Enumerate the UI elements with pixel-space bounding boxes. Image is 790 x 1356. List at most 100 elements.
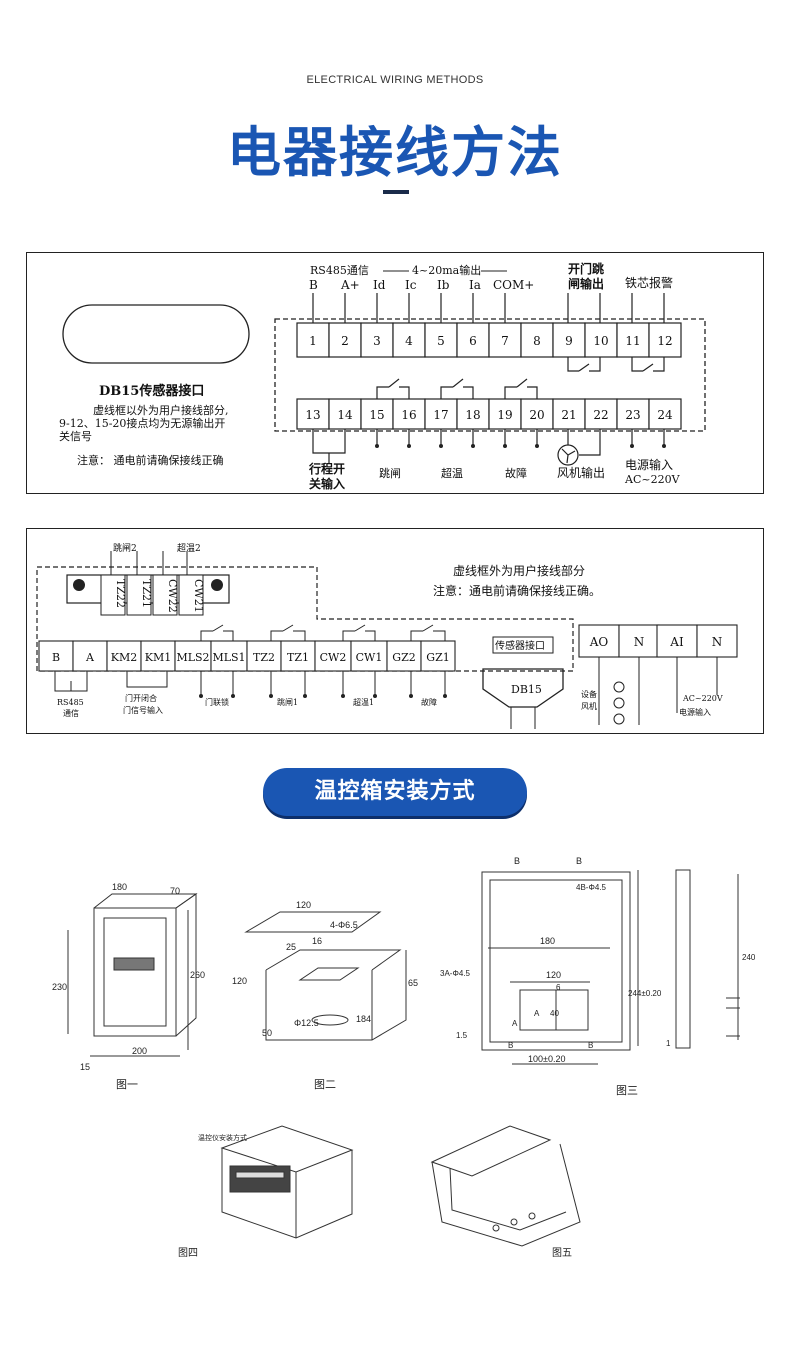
note2-2: 注意：通电前请确保接线正确。 (433, 583, 601, 598)
label-rs485: RS485通信 (310, 264, 369, 277)
fan-icon-3 (613, 713, 625, 725)
terminal-label: MLS1 (212, 651, 245, 664)
db15-oval (62, 304, 250, 364)
top-pin-label: Ia (469, 278, 481, 292)
label-overtemp2: 超温2 (177, 542, 201, 554)
fig2-dim-65: 65 (408, 978, 418, 988)
label-overtemp1: 超温1 (353, 697, 374, 707)
terminal-number: 24 (657, 408, 673, 422)
terminal-label: CW1 (356, 651, 383, 664)
terminal-box (174, 640, 212, 672)
terminal-number: 11 (625, 334, 640, 348)
sensor-box-label: 传感器接口 (495, 639, 545, 652)
vertical-terminal-label: TZ21 (140, 579, 153, 608)
fig3-180: 180 (540, 936, 555, 946)
terminal-number: 16 (401, 408, 416, 422)
fig2-caption: 图二 (314, 1078, 336, 1091)
fig3-a1: A (512, 1019, 518, 1028)
label-fault-2: 故障 (421, 697, 437, 707)
terminal-label: CW2 (320, 651, 347, 664)
fig3-b3: B (508, 1041, 513, 1050)
fig1-caption: 图一 (116, 1078, 138, 1091)
fan-icon-2 (613, 697, 625, 709)
terminal-box (648, 322, 682, 358)
fig3-100: 100±0.20 (528, 1054, 565, 1064)
terminal-label: TZ1 (287, 651, 309, 664)
fig1-dim-180: 180 (112, 882, 127, 892)
terminal-number: 13 (305, 408, 320, 422)
terminal-box (552, 322, 586, 358)
vertical-terminal-label: CW22 (166, 579, 179, 613)
fig1-dim-230: 230 (52, 982, 67, 992)
fig2-dim-184: 184 (356, 1014, 371, 1024)
label-analog-out: 4~20ma输出 (412, 263, 481, 277)
label-equip-1: 设备 (581, 689, 597, 699)
terminal-box (616, 398, 650, 430)
terminal-label: B (52, 651, 60, 664)
label-door-trip-2: 闸输出 (568, 276, 604, 291)
terminal-box (360, 398, 394, 430)
terminal-label: TZ2 (253, 651, 275, 664)
terminal-number: 4 (405, 334, 413, 348)
fig2-dim-hole: 4-Φ6.5 (330, 920, 358, 930)
terminal-number: 8 (533, 334, 541, 348)
terminal-box (314, 640, 352, 672)
label-overtemp: 超温 (441, 466, 463, 480)
top-pin-label: B (309, 278, 318, 292)
terminal-number: 10 (593, 334, 608, 348)
terminal-box (246, 640, 282, 672)
side-dim-240: 240 (742, 953, 756, 962)
label-rs485-2: RS485 (57, 698, 84, 707)
label-ac: AC~220V (682, 694, 723, 703)
terminal-box (424, 398, 458, 430)
vertical-terminal (152, 574, 178, 616)
vertical-terminal-label: CW21 (192, 579, 205, 613)
label-rs485-comm: 通信 (63, 708, 79, 718)
terminal-number: 20 (529, 408, 544, 422)
terminal-box (280, 640, 316, 672)
right-terminal-box (618, 624, 660, 658)
terminal-label: GZ1 (426, 651, 449, 664)
terminal-box (488, 322, 522, 358)
terminal-box (140, 640, 176, 672)
fig2-dim-phi: Φ12.5 (294, 1018, 319, 1028)
terminal-label: MLS2 (176, 651, 209, 664)
terminal-box (584, 398, 618, 430)
terminal-label: KM1 (145, 651, 171, 664)
terminal-box (616, 322, 650, 358)
fig3-b4: B (588, 1041, 593, 1050)
terminal-box (38, 640, 74, 672)
top-pin-label: Ib (437, 278, 450, 292)
label-trip2: 跳闸2 (113, 542, 137, 554)
note-1: 虚线框以外为用户接线部分, (93, 403, 229, 417)
dashed-boundary-2 (36, 566, 574, 672)
section-title-pill: 温控箱安装方式 (263, 768, 527, 816)
terminal-box (350, 640, 388, 672)
fig2-dim-25: 25 (286, 942, 296, 952)
terminal-box (296, 322, 330, 358)
terminal-number: 15 (369, 408, 384, 422)
label-door-link: 门联锁 (205, 697, 229, 707)
terminal-box (328, 398, 362, 430)
fig5-caption: 图五 (552, 1247, 572, 1259)
top-pin-label: COM+ (493, 278, 534, 292)
note-4: 注意： 通电前请确保接线正确 (77, 453, 224, 467)
right-terminal-label: AI (669, 635, 684, 649)
fig3-3a: 3A-Φ4.5 (440, 969, 471, 978)
fig3-244: 244±0.20 (628, 989, 662, 998)
terminal-label: A (85, 651, 95, 664)
terminal-box (456, 398, 490, 430)
fan-icon-1 (613, 681, 625, 693)
label-power-2: AC~220V (624, 473, 681, 486)
fig2-dim-120b: 120 (232, 976, 247, 986)
fig2-dim-50: 50 (262, 1028, 272, 1038)
vertical-terminal-label: TZ22 (114, 579, 127, 608)
terminal-box (520, 322, 554, 358)
terminal-number: 9 (565, 334, 573, 348)
fig1-dim-15: 15 (80, 1062, 90, 1072)
fig2-dim-120a: 120 (296, 900, 311, 910)
label-power-in: 电源输入 (679, 707, 711, 717)
label-trip: 跳闸 (379, 466, 401, 480)
